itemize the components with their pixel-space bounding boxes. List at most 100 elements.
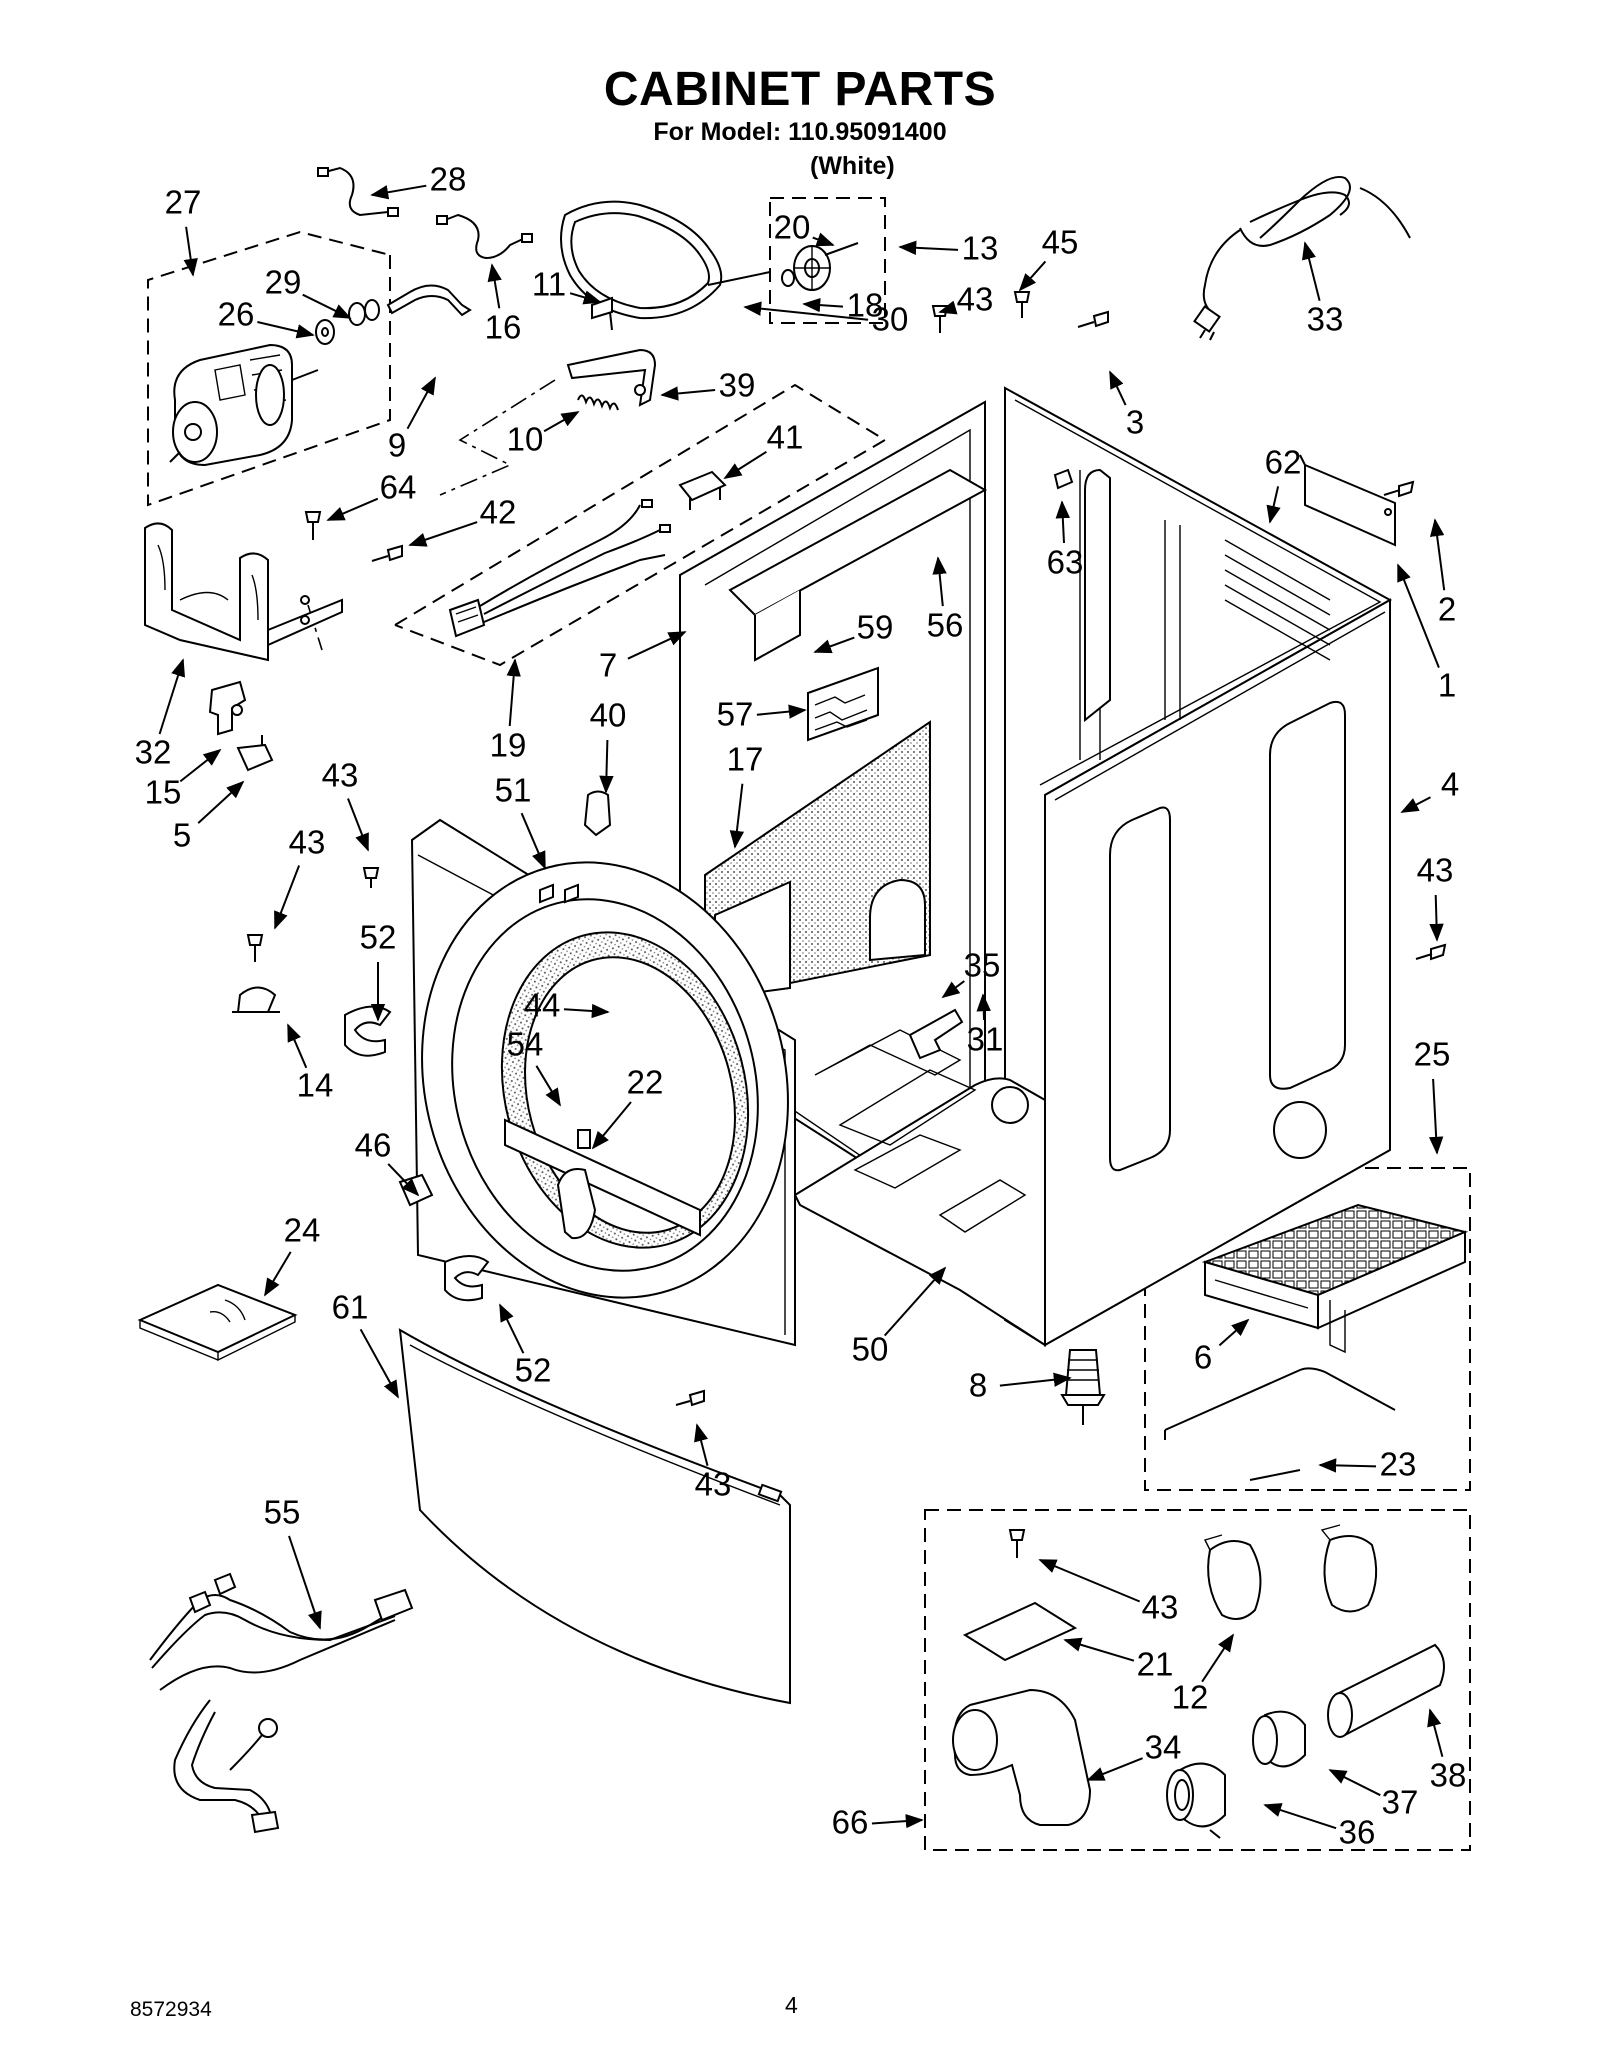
- leader-line-16: [487, 263, 502, 309]
- leader-line-38: [1427, 1708, 1444, 1757]
- drive-belt: [560, 200, 771, 320]
- callout-label-22: 22: [627, 1064, 664, 1101]
- callout-label-27: 27: [165, 184, 202, 221]
- leader-line-54: [535, 1065, 561, 1107]
- leader-line-44: [563, 1003, 610, 1019]
- callout-label-12: 12: [1172, 1679, 1209, 1716]
- callout-label-20: 20: [774, 209, 811, 246]
- leveling-leg-8: [1060, 1349, 1106, 1425]
- toe-panel-61: [398, 1328, 791, 1705]
- leader-line-3: [1109, 370, 1127, 406]
- leader-line-22: [591, 1101, 632, 1150]
- thermal-fuse-41: [678, 470, 727, 510]
- callout-label-34: 34: [1145, 1729, 1182, 1766]
- leader-line-20: [812, 232, 835, 247]
- leader-line-33: [1301, 241, 1321, 301]
- leader-line-43: [1038, 1559, 1141, 1603]
- drive-motor: [169, 343, 319, 467]
- callout-label-25: 25: [1414, 1036, 1451, 1073]
- callout-label-43: 43: [1142, 1589, 1179, 1626]
- leader-line-27: [183, 226, 198, 277]
- callout-label-33: 33: [1307, 301, 1344, 338]
- callout-label-56: 56: [927, 607, 964, 644]
- leader-line-21: [1063, 1637, 1135, 1662]
- callout-label-35: 35: [964, 947, 1001, 984]
- leader-line-46: [387, 1163, 420, 1197]
- leader-line-37: [1328, 1769, 1381, 1797]
- wire-harness-55: [149, 1572, 414, 1834]
- callout-label-19: 19: [490, 727, 527, 764]
- callout-label-57: 57: [717, 696, 754, 733]
- lint-wire-23: [1164, 1367, 1396, 1481]
- leader-line-51: [520, 812, 546, 870]
- callout-label-4: 4: [1441, 766, 1459, 803]
- leader-line-35: [941, 980, 965, 999]
- leader-line-43: [1429, 894, 1444, 942]
- callout-label-39: 39: [719, 367, 756, 404]
- callout-label-23: 23: [1380, 1446, 1417, 1483]
- page-title: CABINET PARTS: [603, 63, 997, 116]
- leader-line-9: [406, 376, 436, 430]
- callout-label-46: 46: [355, 1127, 392, 1164]
- callout-label-51: 51: [495, 772, 532, 809]
- leader-line-7: [627, 631, 687, 660]
- leader-line-6: [1218, 1318, 1250, 1347]
- idler-bracket: [566, 296, 657, 407]
- leader-line-4: [1400, 796, 1431, 813]
- leader-line-18: [802, 297, 844, 313]
- wire-harness-19: [448, 499, 671, 638]
- leader-line-40: [599, 739, 614, 794]
- leader-line-57: [756, 704, 807, 719]
- leader-line-19: [506, 658, 521, 727]
- callout-label-29: 29: [265, 264, 302, 301]
- callout-label-42: 42: [480, 494, 517, 531]
- callout-label-15: 15: [145, 774, 182, 811]
- leader-line-31: [976, 993, 991, 1021]
- leader-line-24: [264, 1251, 292, 1297]
- leader-line-12: [1201, 1633, 1234, 1683]
- callout-label-54: 54: [507, 1026, 544, 1063]
- exhaust-kit: [952, 1524, 1445, 1839]
- callout-label-11: 11: [532, 266, 566, 303]
- leader-line-52: [499, 1303, 525, 1354]
- leader-line-30: [743, 301, 869, 321]
- leader-line-36: [1263, 1803, 1337, 1830]
- leader-line-14: [287, 1023, 308, 1069]
- callout-label-43: 43: [1417, 852, 1454, 889]
- page-number: 4: [785, 1992, 798, 2018]
- thermistor-wires: [317, 166, 533, 260]
- power-cord: [1193, 176, 1411, 341]
- leader-line-34: [1086, 1757, 1143, 1781]
- callout-label-38: 38: [1430, 1757, 1467, 1794]
- callout-label-5: 5: [173, 817, 191, 854]
- leader-line-15: [179, 748, 222, 783]
- leader-line-5: [197, 780, 245, 824]
- leader-line-28: [370, 184, 427, 200]
- harness-group-box: [394, 383, 887, 667]
- callout-label-14: 14: [297, 1067, 334, 1104]
- callout-label-9: 9: [388, 427, 406, 464]
- callout-label-55: 55: [264, 1494, 301, 1531]
- leader-line-23: [1318, 1458, 1377, 1473]
- callout-label-8: 8: [969, 1367, 987, 1404]
- idler-group-box: [769, 197, 886, 324]
- leader-line-10: [543, 411, 580, 433]
- doc-number: 8572934: [130, 1998, 212, 2021]
- callout-label-10: 10: [507, 421, 544, 458]
- leader-line-13: [898, 240, 959, 256]
- callout-label-13: 13: [962, 230, 999, 267]
- callout-label-64: 64: [380, 469, 417, 506]
- leader-line-66: [871, 1813, 924, 1829]
- lint-filter-grille: [1201, 1203, 1469, 1354]
- leader-line-25: [1428, 1078, 1444, 1155]
- motor-pulley-washers: [315, 299, 380, 345]
- leader-line-26: [257, 321, 315, 339]
- callout-label-28: 28: [430, 161, 467, 198]
- callout-label-30: 30: [872, 301, 909, 338]
- leader-line-64: [326, 497, 379, 521]
- leader-line-39: [660, 386, 716, 401]
- callout-label-24: 24: [284, 1212, 321, 1249]
- callout-label-52: 52: [515, 1352, 552, 1389]
